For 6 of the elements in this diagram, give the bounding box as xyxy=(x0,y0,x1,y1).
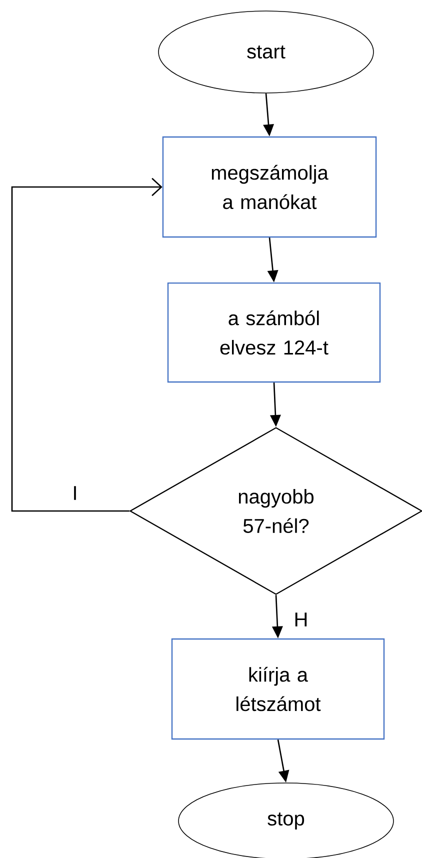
process-box: a számból elvesz 124-t xyxy=(167,282,381,383)
edge-label: I xyxy=(74,486,76,500)
process-box: kiírja a létszámot xyxy=(171,638,385,740)
edge-label: H xyxy=(295,612,307,626)
process-box: megszámolja a manókat xyxy=(162,136,377,238)
arrow xyxy=(11,178,162,512)
